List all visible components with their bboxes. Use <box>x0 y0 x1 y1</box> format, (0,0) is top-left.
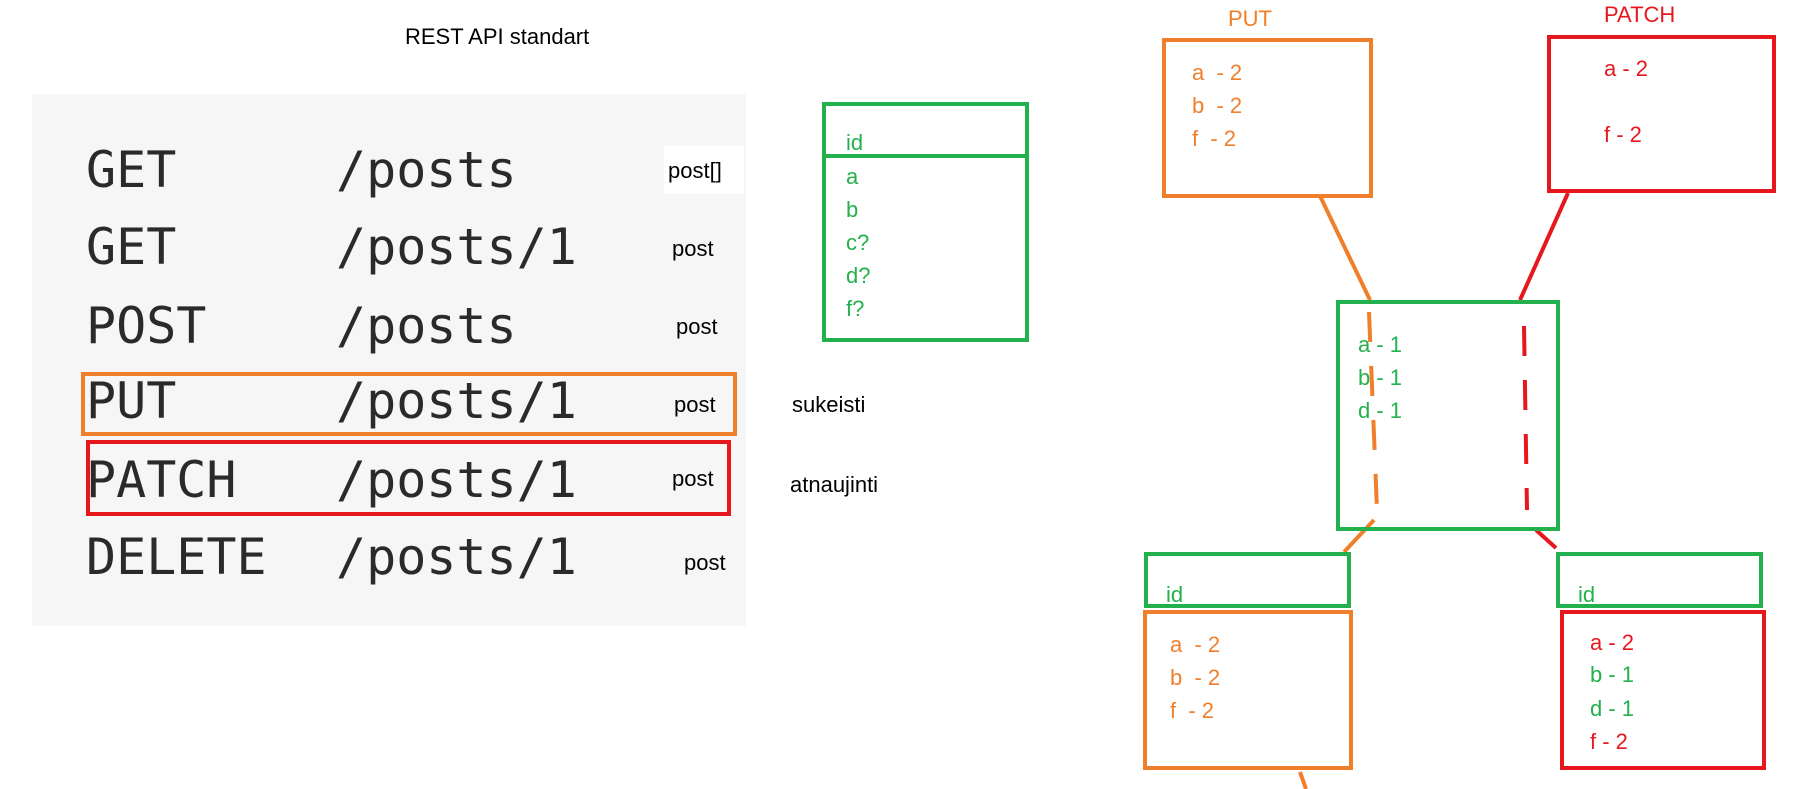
route-note: sukeisti <box>792 392 866 417</box>
put-dashed-line <box>1367 311 1379 511</box>
put-result-box <box>1143 610 1353 770</box>
route-method: PATCH <box>86 451 237 509</box>
route-path: /posts/1 <box>336 218 577 276</box>
route-result: post <box>684 550 726 575</box>
patch-highlight-box <box>86 440 731 516</box>
patch-connector-line <box>1518 192 1570 301</box>
put-result-field: a - 2 <box>1170 632 1221 657</box>
route-note: atnaujinti <box>790 472 879 497</box>
route-path: /posts/1 <box>336 372 577 430</box>
schema-divider <box>822 154 1029 158</box>
patch-result-field: a - 2 <box>1590 630 1635 655</box>
route-result: post <box>676 314 718 339</box>
patch-result-key: id <box>1578 582 1596 607</box>
route-method: DELETE <box>86 528 267 586</box>
put-input-field: b - 2 <box>1192 93 1243 118</box>
put-label: PUT <box>1228 6 1272 31</box>
route-result: post <box>674 392 716 417</box>
route-result: post <box>672 236 714 261</box>
route-result: post <box>672 466 714 491</box>
route-method: GET <box>86 141 177 199</box>
route-method: PUT <box>86 372 177 430</box>
patch-result-connector <box>1534 528 1558 550</box>
patch-input-box <box>1547 35 1776 193</box>
route-method: POST <box>86 297 207 355</box>
schema-field: a <box>846 164 859 189</box>
patch-result-id-box <box>1556 552 1763 608</box>
code-panel <box>32 94 746 626</box>
original-field: a - 1 <box>1358 332 1403 357</box>
route-path: /posts <box>336 141 517 199</box>
put-tail-line <box>1298 771 1308 789</box>
put-connector-line <box>1318 195 1372 301</box>
result-highlight <box>664 146 744 194</box>
patch-input-field: f - 2 <box>1604 122 1642 147</box>
put-input-field: a - 2 <box>1192 60 1243 85</box>
put-input-field: f - 2 <box>1192 126 1237 151</box>
original-resource-box <box>1336 300 1560 531</box>
patch-result-field: f - 2 <box>1590 729 1628 754</box>
original-field: d - 1 <box>1358 398 1403 423</box>
patch-result-field: d - 1 <box>1590 696 1635 721</box>
schema-field: d? <box>846 263 871 288</box>
put-result-connector <box>1342 518 1376 554</box>
route-result: post[] <box>668 158 722 183</box>
put-input-box <box>1162 38 1373 198</box>
schema-field: f? <box>846 296 865 321</box>
patch-result-field: b - 1 <box>1590 662 1635 687</box>
schema-key: id <box>846 130 864 155</box>
patch-input-field: a - 2 <box>1604 56 1649 81</box>
patch-label: PATCH <box>1604 2 1676 27</box>
schema-field: b <box>846 197 859 222</box>
put-result-key: id <box>1166 582 1184 607</box>
schema-box <box>822 102 1029 342</box>
schema-field: c? <box>846 230 870 255</box>
route-path: /posts/1 <box>336 451 577 509</box>
route-path: /posts/1 <box>336 528 577 586</box>
put-result-field: b - 2 <box>1170 665 1221 690</box>
put-result-field: f - 2 <box>1170 698 1215 723</box>
patch-result-box <box>1560 610 1766 770</box>
put-result-id-box <box>1144 552 1351 608</box>
route-path: /posts <box>336 297 517 355</box>
put-highlight-box <box>81 372 737 436</box>
page-title: REST API standart <box>405 24 590 49</box>
original-field: b - 1 <box>1358 365 1403 390</box>
route-method: GET <box>86 218 177 276</box>
